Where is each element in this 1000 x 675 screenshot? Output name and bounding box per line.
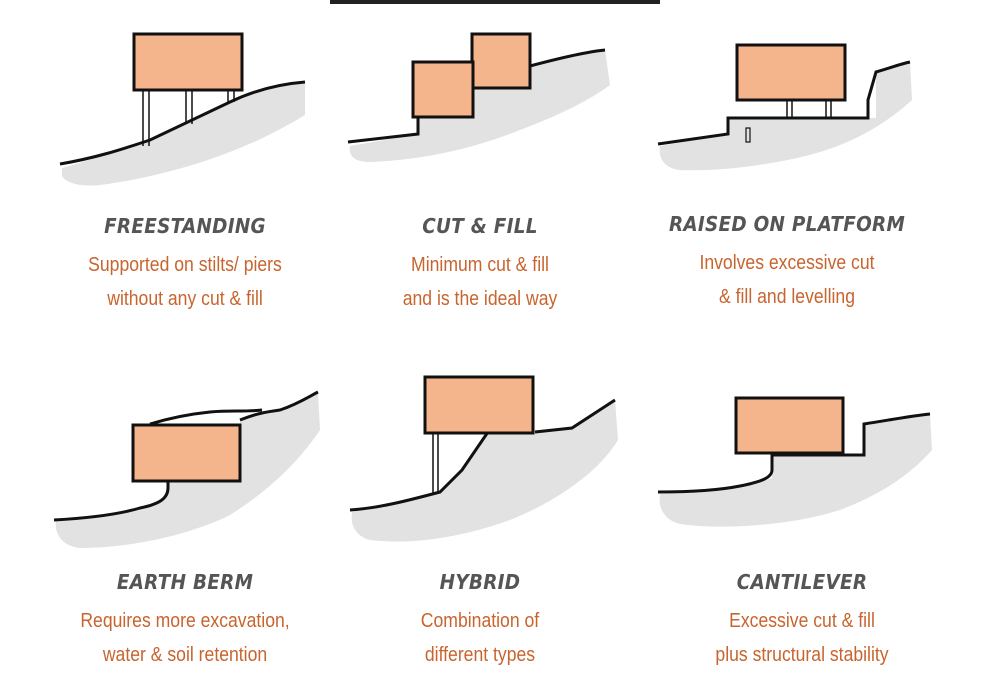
stilts: [142, 90, 235, 146]
panel-description: Minimum cut & fill and is the ideal way: [330, 248, 630, 316]
heading-fragment: [330, 0, 660, 4]
ground-shadow: [351, 400, 618, 542]
stilts: [786, 100, 832, 118]
panel-cut-fill: CUT & FILL Minimum cut & fill and is the…: [330, 214, 630, 316]
freestanding-sketch: [59, 32, 306, 186]
panel-description: Excessive cut & fill plus structural sta…: [652, 604, 952, 672]
desc-line: & fill and levelling: [719, 286, 855, 308]
ground-line: [349, 398, 616, 512]
desc-line: Minimum cut & fill: [411, 254, 549, 276]
berm-top-line: [149, 408, 263, 426]
ground-line: [657, 412, 931, 494]
ground-line: [59, 80, 306, 166]
house-block: [734, 396, 845, 455]
panel-title: EARTH BERM: [116, 570, 254, 594]
ground-shadow: [55, 392, 320, 548]
panel-description: Involves excessive cut & fill and levell…: [637, 246, 937, 314]
panel-title: CANTILEVER: [736, 570, 868, 594]
panel-cantilever: CANTILEVER Excessive cut & fill plus str…: [652, 570, 952, 672]
house-block-lower: [411, 60, 475, 119]
desc-line: Involves excessive cut: [699, 252, 875, 274]
panel-description: Supported on stilts/ piers without any c…: [35, 248, 335, 316]
earth-berm-sketch: [53, 390, 320, 548]
hybrid-sketch: [349, 375, 618, 542]
house-block: [131, 423, 242, 483]
ground-shadow: [659, 62, 912, 171]
stilts: [432, 432, 439, 494]
ground-shadow: [62, 82, 305, 186]
desc-line: plus structural stability: [715, 644, 889, 666]
panel-hybrid: HYBRID Combination of different types: [330, 570, 630, 672]
panel-title: HYBRID: [439, 570, 521, 594]
house-block: [423, 375, 535, 435]
ground-line: [657, 60, 911, 146]
desc-line: without any cut & fill: [107, 288, 263, 310]
panel-raised-platform: RAISED ON PLATFORM Involves excessive cu…: [637, 212, 937, 314]
panel-description: Combination of different types: [330, 604, 630, 672]
panel-title: FREESTANDING: [104, 214, 266, 238]
panel-title: RAISED ON PLATFORM: [668, 212, 906, 236]
retaining-post: [745, 127, 751, 143]
desc-line: water & soil retention: [102, 644, 268, 666]
desc-line: different types: [424, 644, 536, 666]
desc-line: Excessive cut & fill: [729, 610, 875, 632]
desc-line: Supported on stilts/ piers: [88, 254, 282, 276]
raised-platform-sketch: [657, 43, 912, 171]
desc-line: Combination of: [420, 610, 540, 632]
cut-fill-sketch: [347, 32, 610, 162]
desc-line: Requires more excavation,: [80, 610, 290, 632]
house-block: [132, 32, 244, 92]
desc-line: and is the ideal way: [402, 288, 558, 310]
panel-title: CUT & FILL: [422, 214, 538, 238]
ground-shadow: [659, 414, 932, 527]
panel-description: Requires more excavation, water & soil r…: [35, 604, 335, 672]
cantilever-sketch: [657, 396, 932, 527]
house-block-upper: [470, 32, 532, 90]
ground-shadow: [349, 50, 610, 162]
panel-freestanding: FREESTANDING Supported on stilts/ piers …: [35, 214, 335, 316]
ground-line: [53, 390, 319, 522]
panel-earth-berm: EARTH BERM Requires more excavation, wat…: [35, 570, 335, 672]
house-block: [735, 43, 847, 102]
